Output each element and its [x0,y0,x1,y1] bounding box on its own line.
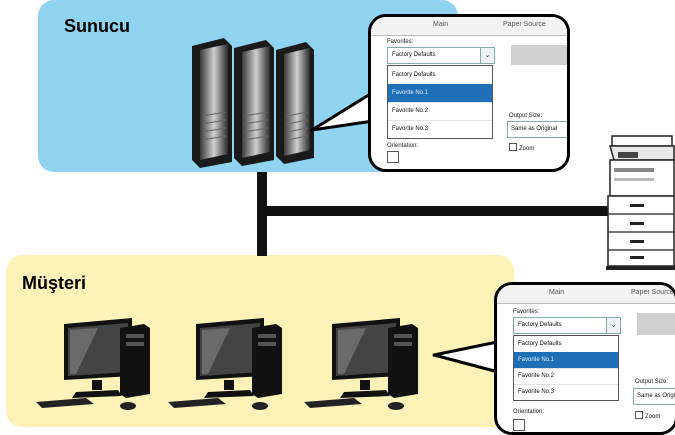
tab-main[interactable]: Main [433,21,449,28]
server-settings-callout: Main Paper Source Favorites: Factory Def… [368,14,570,172]
favorites-option-selected[interactable]: Favorite No.1 [514,352,618,369]
tab-bar: Main Paper Source [371,17,567,36]
tab-paper-source[interactable]: Paper Source [631,289,674,296]
zoom-checkbox[interactable]: Zoom [635,411,660,420]
favorites-select-value: Factory Defaults [392,52,436,58]
client-pc-icon [36,318,150,410]
output-size-label: Output Size: [509,113,543,119]
favorites-option[interactable]: Favorite No.2 [388,102,492,121]
favorites-select-value: Factory Defaults [518,322,562,328]
favorites-option[interactable]: Factory Defaults [388,66,492,85]
tab-bar: Main Paper Source [497,285,675,304]
server-label: Sunucu [64,16,130,36]
chevron-down-icon[interactable]: ⌄ [480,48,494,63]
favorites-select[interactable]: Factory Defaults ⌄ [513,317,621,334]
tab-paper-source[interactable]: Paper Source [503,21,546,28]
gray-button[interactable] [637,313,675,335]
favorites-dropdown-list: Factory Defaults Favorite No.1 Favorite … [513,335,619,401]
favorites-option-selected[interactable]: Favorite No.1 [388,84,492,103]
tab-main[interactable]: Main [549,289,565,296]
favorites-label: Favorites: [387,39,414,45]
favorites-select[interactable]: Factory Defaults ⌄ [387,47,495,64]
zoom-checkbox[interactable]: Zoom [509,143,534,152]
chevron-down-icon[interactable]: ⌄ [606,318,620,333]
zoom-label: Zoom [645,414,661,420]
network-line-horizontal [257,206,617,216]
favorites-option[interactable]: Favorite No.3 [518,389,555,395]
favorites-option[interactable]: Factory Defaults [514,336,618,353]
orientation-label: Orientation: [387,143,419,149]
gray-button[interactable] [511,45,567,65]
favorites-label: Favorites: [513,309,540,315]
printer-icon [606,135,675,270]
favorites-option[interactable]: Favorite No.3 [392,126,429,132]
orientation-label: Orientation: [513,409,545,415]
client-label: Müşteri [22,273,87,293]
client-pc-icon [168,318,282,410]
server-rack-icon [192,38,314,168]
output-size-select[interactable]: Same as Original [507,121,567,138]
orientation-icon[interactable] [513,419,525,431]
client-settings-callout: Main Paper Source Favorites: Factory Def… [494,282,675,435]
checkbox-icon[interactable] [635,411,643,419]
checkbox-icon[interactable] [509,143,517,151]
favorites-option[interactable]: Favorite No.2 [514,368,618,385]
orientation-icon[interactable] [387,151,399,163]
favorites-dropdown-list: Factory Defaults Favorite No.1 Favorite … [387,65,493,139]
output-size-label: Output Size: [635,379,669,385]
zoom-label: Zoom [519,146,535,152]
client-pc-icon [304,318,418,410]
output-size-select[interactable]: Same as Original [633,388,675,405]
